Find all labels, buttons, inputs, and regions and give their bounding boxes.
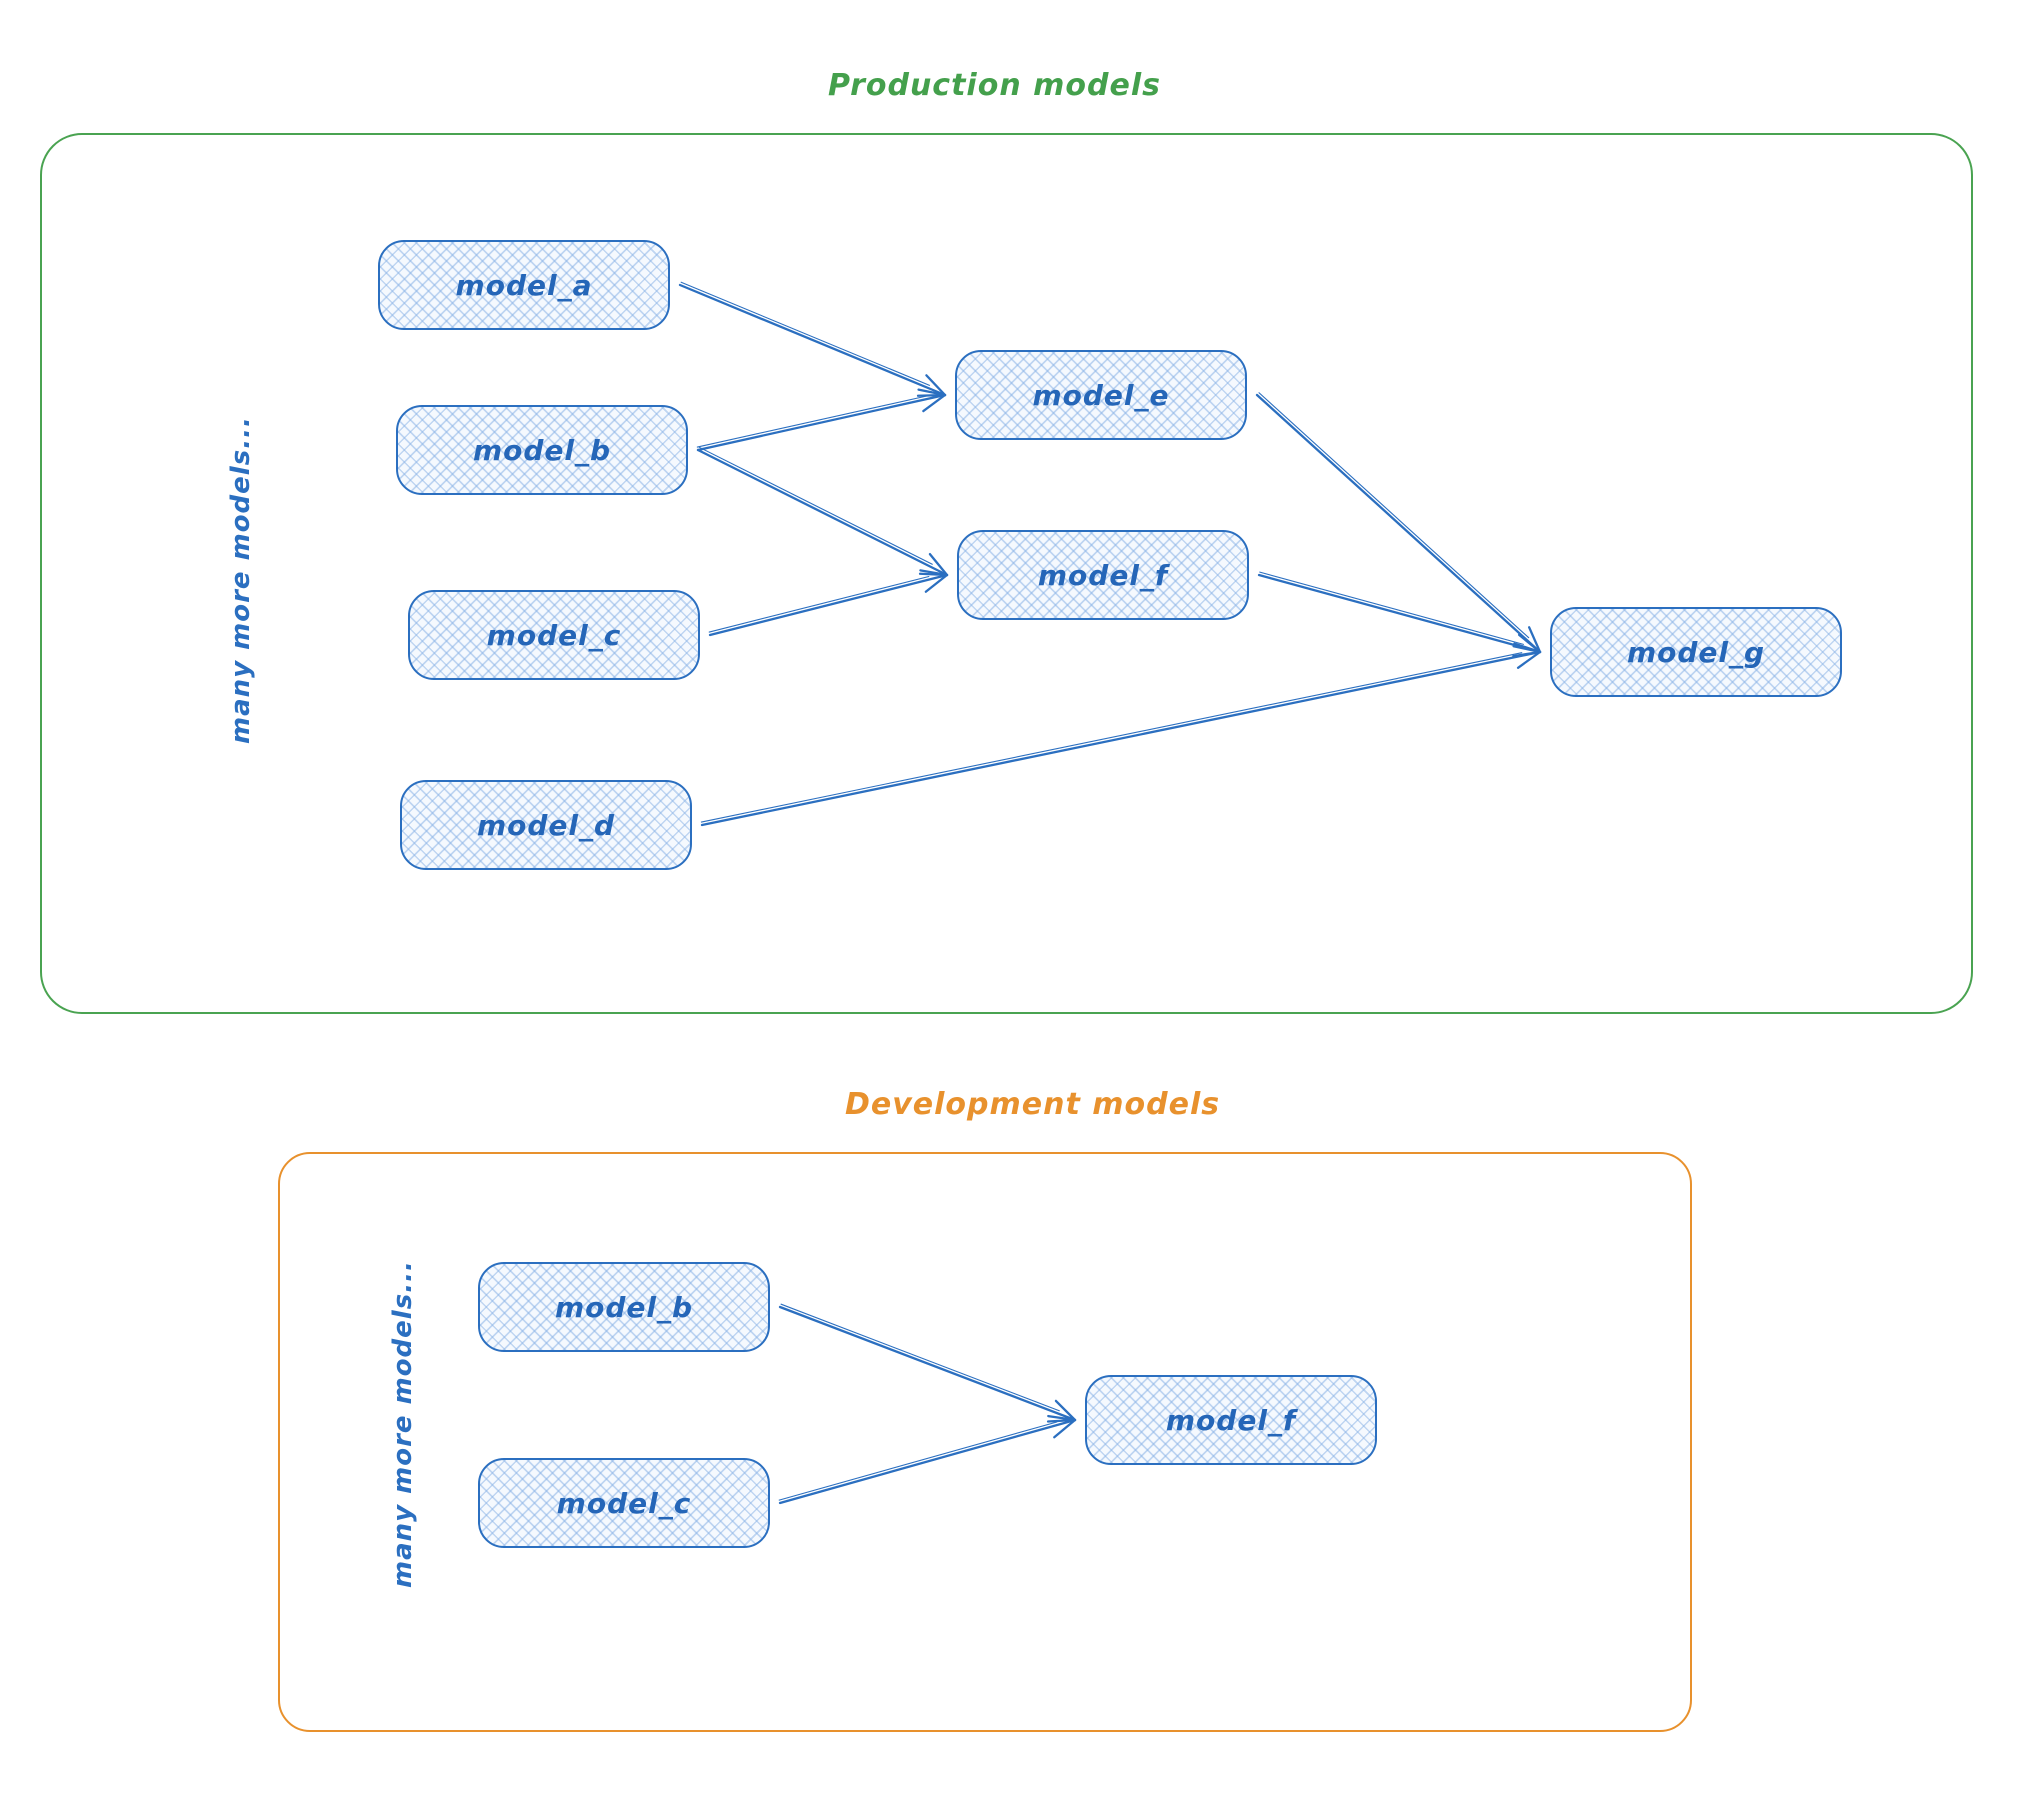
node-label: model_f xyxy=(1165,1403,1297,1437)
node-label: model_d xyxy=(476,808,616,842)
node-production-model-c: model_c xyxy=(408,590,700,680)
production-section-title: Production models xyxy=(828,68,1161,103)
development-section-title: Development models xyxy=(845,1087,1221,1122)
node-production-model-g: model_g xyxy=(1550,607,1842,697)
node-production-model-d: model_d xyxy=(400,780,692,870)
node-label: model_a xyxy=(455,268,593,302)
node-label: model_b xyxy=(554,1290,694,1324)
production-side-label: many more models... xyxy=(226,416,256,744)
development-section-container xyxy=(278,1152,1692,1732)
node-label: model_b xyxy=(472,433,612,467)
node-label: model_e xyxy=(1032,378,1170,412)
production-section-container xyxy=(40,133,1973,1014)
node-production-model-f: model_f xyxy=(957,530,1249,620)
node-production-model-b: model_b xyxy=(396,405,688,495)
node-label: model_c xyxy=(556,1486,692,1520)
node-label: model_f xyxy=(1037,558,1169,592)
development-side-label: many more models... xyxy=(388,1260,418,1588)
node-label: model_g xyxy=(1626,635,1766,669)
node-development-model-f: model_f xyxy=(1085,1375,1377,1465)
node-development-model-b: model_b xyxy=(478,1262,770,1352)
node-production-model-e: model_e xyxy=(955,350,1247,440)
node-label: model_c xyxy=(486,618,622,652)
node-development-model-c: model_c xyxy=(478,1458,770,1548)
node-production-model-a: model_a xyxy=(378,240,670,330)
